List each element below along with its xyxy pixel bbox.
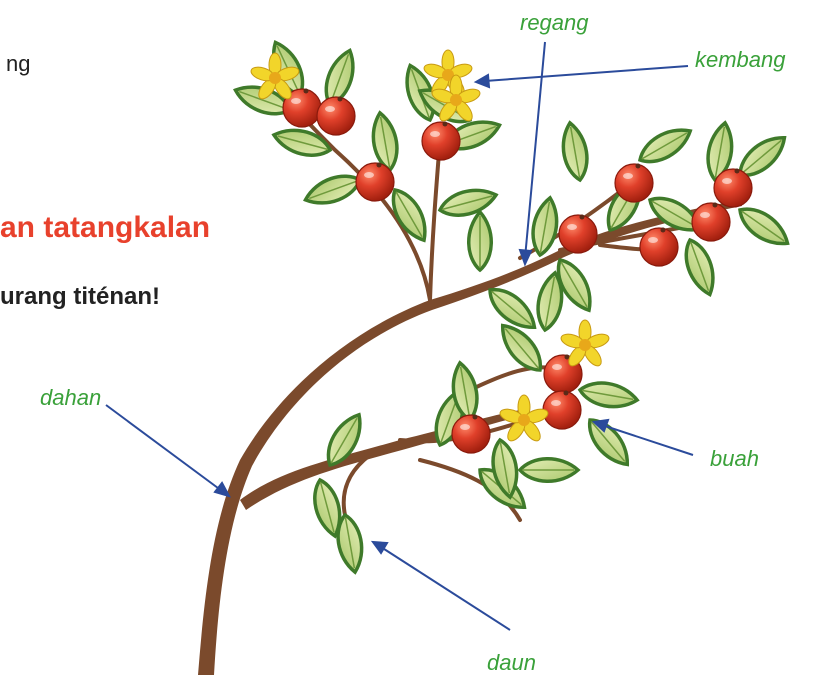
berry (422, 122, 460, 161)
page-heading: an tatangkalan (0, 213, 210, 243)
label-buah: buah (710, 448, 759, 470)
label-regang: regang (520, 12, 589, 34)
berry (543, 391, 581, 430)
berry (356, 163, 394, 202)
instruction-text: urang titénan! (0, 285, 160, 309)
label-kembang: kembang (695, 49, 786, 71)
berry (452, 415, 490, 454)
berry (317, 97, 355, 136)
berry (640, 228, 678, 267)
berry (615, 164, 653, 203)
partial-text-top: ng (6, 53, 30, 75)
label-dahan: dahan (40, 387, 101, 409)
flower (498, 395, 549, 444)
berry (692, 203, 730, 242)
berry (714, 169, 752, 208)
berry (559, 215, 597, 254)
label-daun: daun (487, 652, 536, 674)
